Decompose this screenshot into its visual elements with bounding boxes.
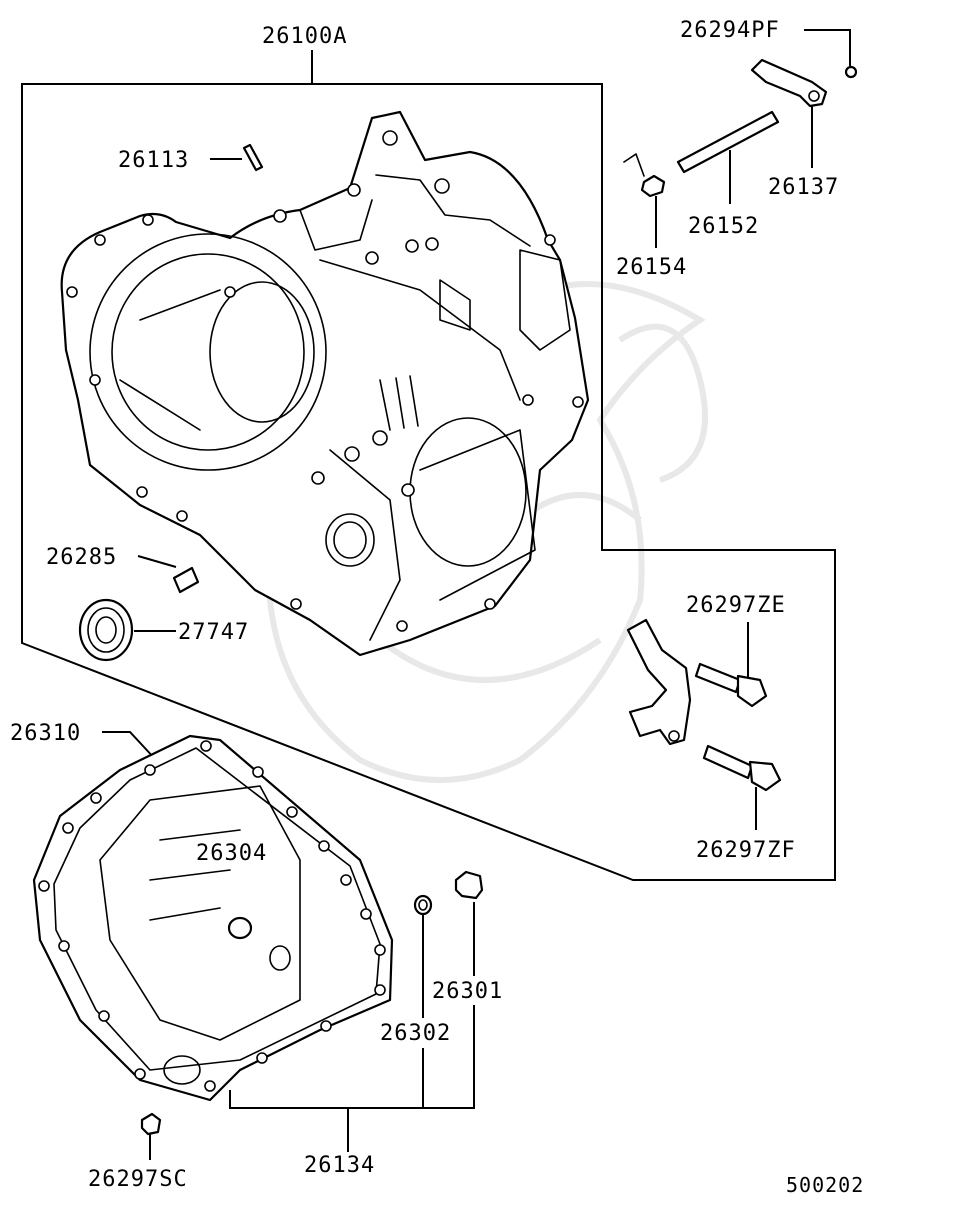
oil-seal-27747 — [78, 598, 134, 662]
label-26152: 26152 — [688, 214, 759, 239]
oil-pan-26310 — [32, 734, 394, 1102]
part-labels: 26100A 26113 26294PF 26137 26152 26154 2… — [10, 18, 864, 1197]
label-27747: 27747 — [178, 620, 249, 645]
label-26154: 26154 — [616, 255, 687, 280]
bolt-26297ze — [694, 662, 768, 708]
label-26285: 26285 — [46, 545, 117, 570]
label-26113: 26113 — [118, 148, 189, 173]
label-26302: 26302 — [380, 1021, 451, 1046]
diagram-number: 500202 — [786, 1173, 864, 1197]
gasket-26302 — [413, 894, 433, 916]
assembly-boundary — [21, 83, 836, 881]
label-26297ze: 26297ZE — [686, 593, 786, 618]
label-26297zf: 26297ZF — [696, 838, 796, 863]
dowel-pin-26113 — [242, 143, 264, 172]
label-26304: 26304 — [196, 841, 267, 866]
label-26134: 26134 — [304, 1153, 375, 1178]
dowel-pin-26285 — [172, 566, 200, 594]
pan-bolt-26297sc — [140, 1112, 162, 1136]
label-26310: 26310 — [10, 721, 81, 746]
bolt-26297zf — [702, 744, 782, 792]
shaft-26152 — [676, 110, 780, 174]
lever-26137 — [750, 58, 828, 108]
bracket — [626, 618, 692, 746]
drain-plug-26301 — [454, 870, 484, 900]
label-26100a: 26100A — [262, 24, 347, 49]
spring-26154 — [623, 153, 666, 198]
label-26301: 26301 — [432, 979, 503, 1004]
label-26294pf: 26294PF — [680, 18, 780, 43]
retaining-clip-26294pf — [844, 65, 858, 79]
transaxle-housing — [60, 110, 590, 657]
label-26297sc: 26297SC — [88, 1167, 188, 1192]
label-26137: 26137 — [768, 175, 839, 200]
magnet-26304 — [227, 916, 253, 940]
